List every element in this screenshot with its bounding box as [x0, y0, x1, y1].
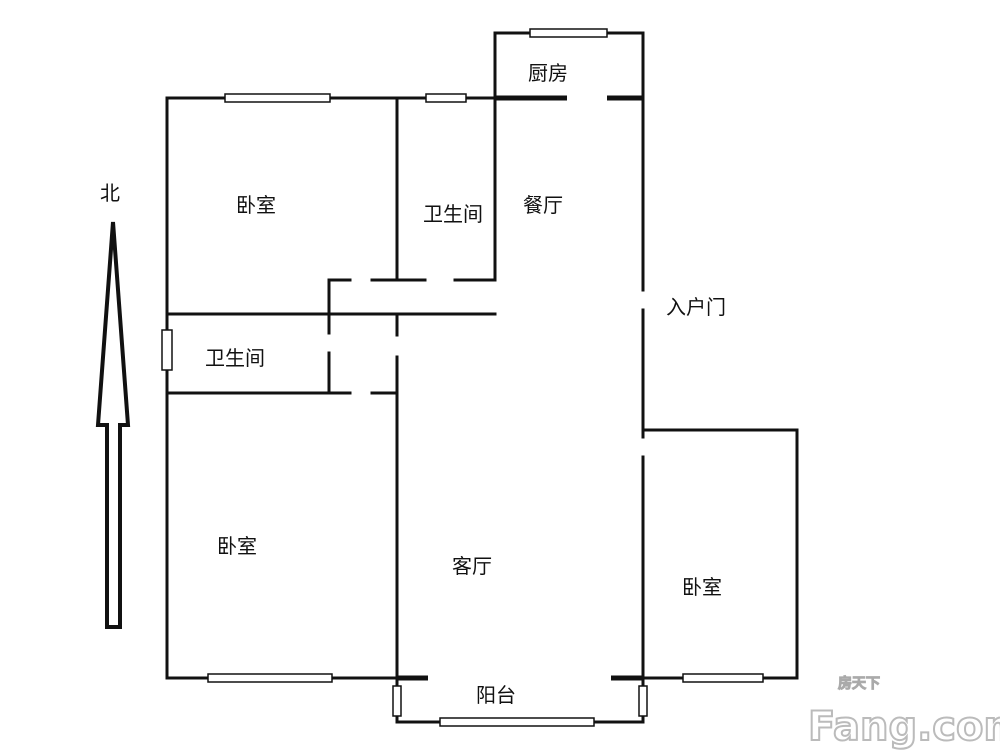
north-label: 北 — [100, 181, 120, 205]
room-label-bedroom-nw: 卧室 — [236, 193, 276, 217]
window — [425, 93, 467, 103]
room-label-kitchen: 厨房 — [528, 61, 568, 85]
entrance-door-label: 入户门 — [666, 295, 726, 319]
window — [529, 28, 608, 38]
window — [207, 673, 333, 683]
window — [224, 93, 331, 103]
window — [392, 685, 402, 717]
room-label-bathroom-west: 卫生间 — [205, 346, 265, 370]
walls — [165, 31, 799, 724]
windows — [161, 28, 764, 727]
room-label-living-room: 客厅 — [452, 554, 492, 578]
watermark-brand-en: Fang.com — [808, 704, 1000, 750]
watermark-logo: 房天下 Fang.com — [807, 675, 1000, 750]
window — [161, 329, 173, 371]
room-label-balcony: 阳台 — [476, 683, 516, 707]
watermark-brand-cn: 房天下 — [838, 675, 880, 692]
room-label-bedroom-sw: 卧室 — [217, 534, 257, 558]
window — [682, 673, 764, 683]
room-label-dining: 餐厅 — [523, 193, 563, 217]
room-label-bathroom-north: 卫生间 — [423, 202, 483, 226]
window — [638, 685, 648, 717]
north-arrow-icon — [95, 221, 131, 629]
room-label-bedroom-se: 卧室 — [682, 575, 722, 599]
window — [439, 717, 595, 727]
